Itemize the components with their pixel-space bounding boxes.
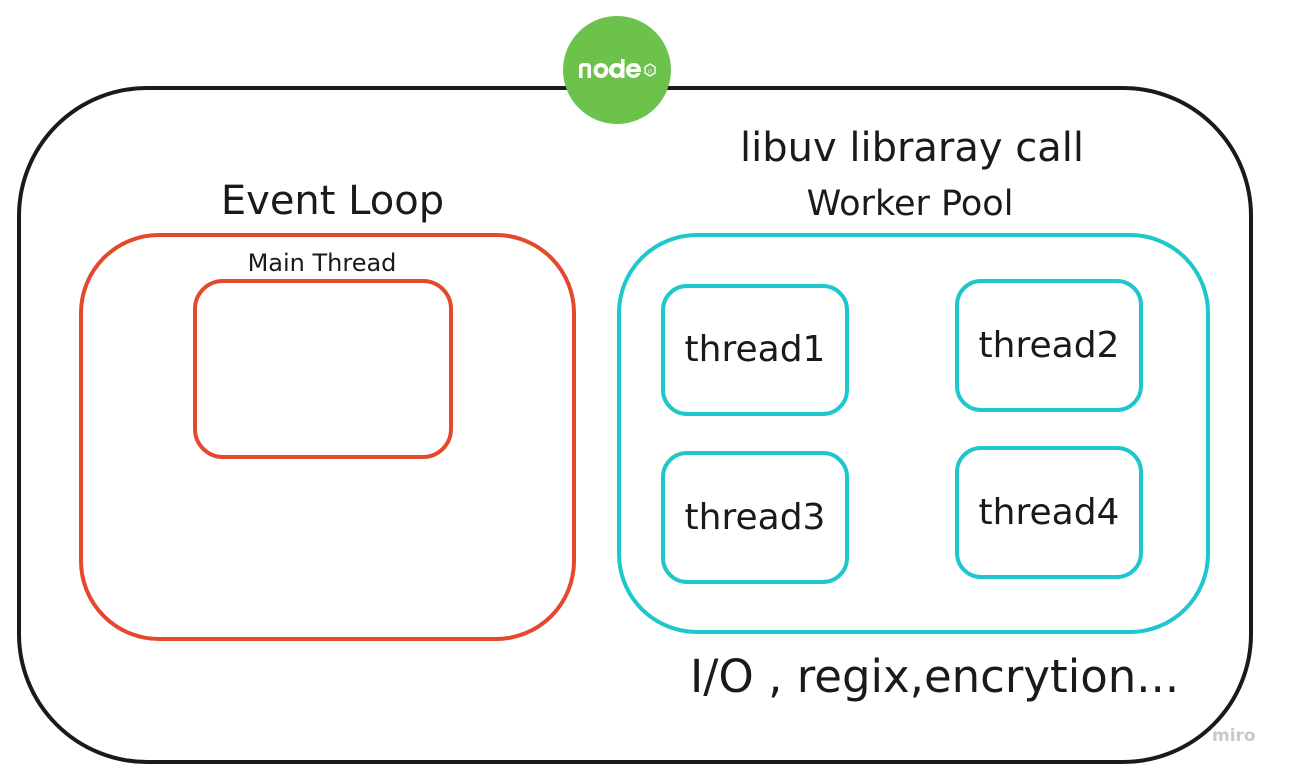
thread-label: thread2: [978, 324, 1120, 366]
thread-label: thread4: [978, 491, 1120, 533]
libuv-title: libuv libraray call: [740, 125, 1085, 171]
thread-box-2: thread2: [955, 279, 1143, 412]
nodejs-wordmark-icon: js: [579, 59, 656, 78]
worker-pool-container: [617, 233, 1210, 634]
event-loop-title: Event Loop: [220, 178, 445, 224]
svg-text:js: js: [647, 69, 652, 75]
main-thread-box: [193, 279, 453, 459]
thread-label: thread3: [684, 496, 826, 538]
thread-box-1: thread1: [661, 284, 849, 416]
io-tasks-caption: I/O , regix,encrytion...: [690, 650, 1180, 703]
main-thread-label: Main Thread: [247, 249, 397, 277]
thread-box-4: thread4: [955, 446, 1143, 579]
event-loop-container: [79, 233, 576, 641]
worker-pool-title: Worker Pool: [806, 184, 1014, 224]
thread-box-3: thread3: [661, 451, 849, 584]
nodejs-logo: js: [563, 16, 671, 124]
thread-label: thread1: [684, 329, 826, 370]
nodejs-runtime-frame: [17, 86, 1253, 764]
miro-watermark: miro: [1212, 726, 1256, 746]
